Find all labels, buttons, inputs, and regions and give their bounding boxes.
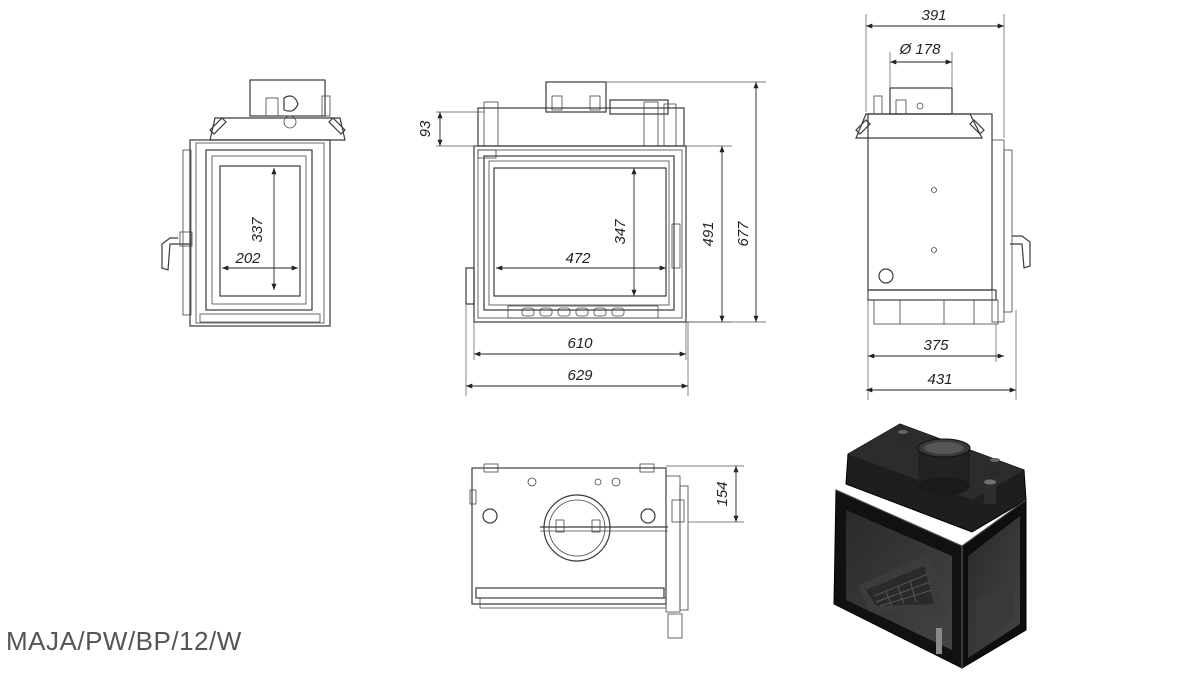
front-view [465,81,687,323]
model-name-label: MAJA/PW/BP/12/W [6,626,242,656]
dim-375-label: 375 [923,337,949,354]
top-view [469,463,689,639]
dim-93-label: 93 [417,120,434,137]
dim-677-label: 677 [735,221,752,247]
front-dimensions [436,81,766,396]
side-view-right [855,87,1031,325]
dim-202-label: 202 [234,250,261,267]
dim-431-label: 431 [927,371,952,388]
dim-491-label: 491 [700,221,717,246]
side-view-left [161,79,346,327]
dim-391-label: 391 [921,7,946,24]
fireplace-render-image [833,423,1027,669]
dim-629-label: 629 [567,367,593,384]
top-dimensions [666,465,744,523]
dim-472-label: 472 [565,250,591,267]
dim-337-label: 337 [249,217,266,243]
dim-610-label: 610 [567,335,593,352]
right-dimensions [865,14,1017,400]
dim-flue-diameter-label: Ø 178 [899,41,942,58]
dim-154-label: 154 [714,481,731,506]
left-dimensions [222,168,298,290]
dim-347-label: 347 [612,219,629,245]
